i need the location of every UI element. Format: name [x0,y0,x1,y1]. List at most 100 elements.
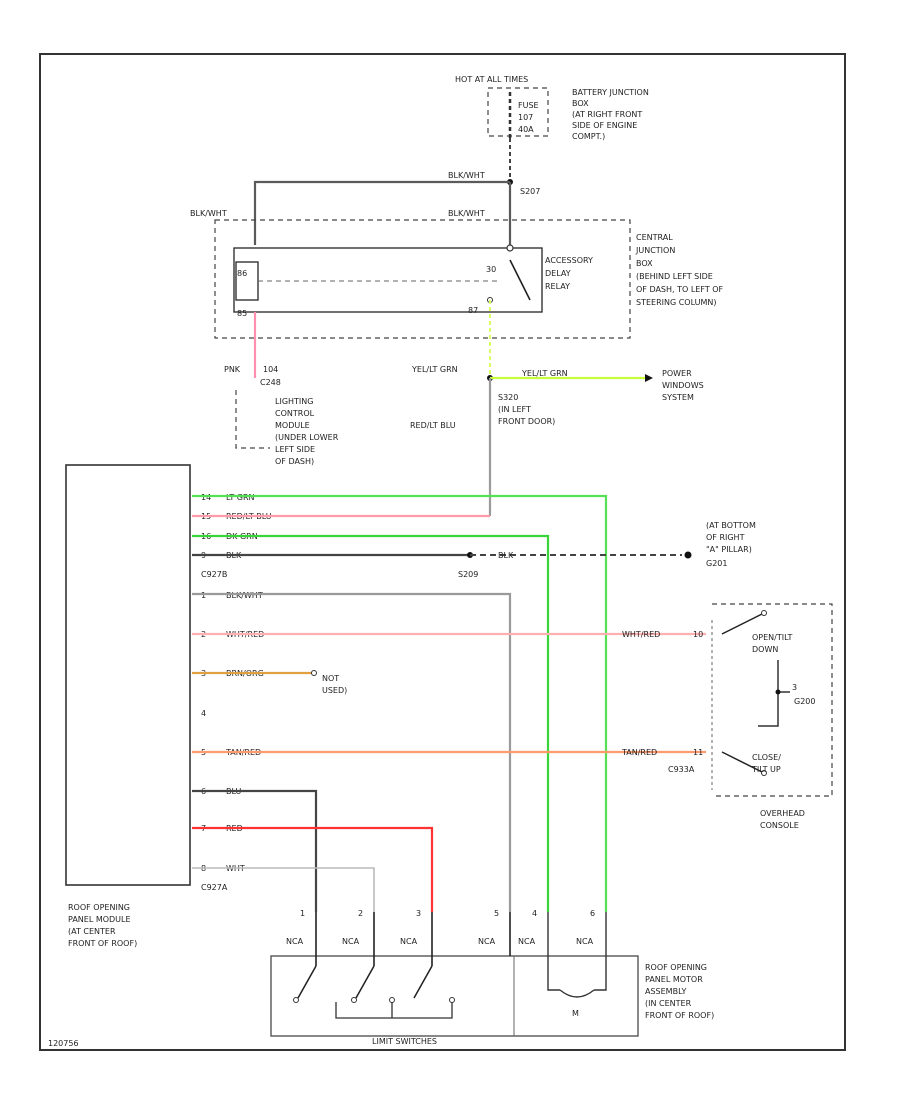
wire-label-blk-ground: BLK [498,551,514,560]
motor-pin-6: 6 [590,909,595,918]
motor-pin-nca-6: NCA [576,937,594,946]
lcm-pin: 104 [263,365,278,374]
overhead-pin-10: 10 [693,630,703,639]
lcm-outline [235,390,270,449]
motor-pin-4: 4 [532,909,537,918]
limit-switch-1-arm [297,965,317,999]
overhead-close-label: CLOSE/ TILT UP [751,753,783,774]
cjb-location-label: CENTRAL JUNCTION BOX (BEHIND LEFT SIDE O… [635,233,726,307]
motor-pin-nca-1: NCA [286,937,304,946]
wire-blk-wht-module [192,592,512,912]
relay-coil [235,261,259,301]
pin-1: 1 [201,591,206,600]
wire-dk-grn [192,534,550,912]
wire-label-wht-red-right: WHT/RED [622,630,660,639]
wire-label-pnk: PNK [224,365,241,374]
overhead-pin-11: 11 [693,748,703,757]
wire-label-yel-lt-grn-left: YEL/LT GRN [411,365,458,374]
wire-lt-grn [192,494,608,912]
overhead-console: OPEN/TILT DOWN 3 G200 CLOSE/ TILT UP OVE… [711,603,833,830]
limit-switch-3-contact [389,997,395,1003]
overhead-switch-close-arm [721,751,763,773]
fuse-number: 107 [518,113,533,122]
connector-c927b-label: C927B [201,570,227,579]
wire-wht [192,867,375,912]
connector-c927a-label: C927A [201,883,228,892]
motor-pin-nca-2: NCA [342,937,360,946]
fuse-amperage: 40A [518,125,534,134]
motor-symbol [559,989,595,998]
motor-m-label: M [572,1009,579,1018]
lcm-location-label: LIGHTING CONTROL MODULE (UNDER LOWER LEF… [275,397,341,466]
relay-switch-arm [509,259,531,301]
cjb-outline [214,219,631,339]
splice-s207-label: S207 [520,187,540,196]
door-location-label: (IN LEFT FRONT DOOR) [498,405,555,426]
battery-junction-outline [487,87,549,137]
wire-label-blk-wht-module: BLK/WHT [226,591,263,600]
motor-pin-5: 5 [494,909,499,918]
overhead-switch-close-contact [761,770,767,776]
connector-c927b-wires: 14 LT GRN 15 RED/LT BLU 16 DK GRN 9 BLK … [192,493,756,912]
hot-at-all-times-label: HOT AT ALL TIMES [455,75,528,84]
overhead-outline [712,603,833,797]
roof-module-name: ROOF OPENING PANEL MODULE (AT CENTER FRO… [68,903,137,948]
motor-pin-nca-5: NCA [478,937,496,946]
motor-pin-nca-3: NCA [400,937,418,946]
limit-switch-1-contact [293,997,299,1003]
diagram-border [39,53,846,1051]
relay-name-label: ACCESSORY DELAY RELAY [545,256,596,291]
relay-pin-85: 85 [237,309,247,318]
power-windows-label: POWER WINDOWS SYSTEM [662,369,706,402]
battery-junction-box: HOT AT ALL TIMES FUSE 107 40A BATTERY JU… [455,75,651,141]
limit-switch-2-contact [351,997,357,1003]
cjb-wire-label-left: BLK/WHT [190,209,227,218]
motor-pin-nca-4: NCA [518,937,536,946]
limit-switch-3-arm [413,965,433,999]
overhead-connector-label: C933A [668,765,695,774]
wire-blk-wht-top [253,180,510,245]
splice-s320-label: S320 [498,393,518,402]
central-junction-box: BLK/WHT BLK/WHT 86 85 30 87 ACCESSORY DE… [190,209,726,339]
relay-pin-87: 87 [468,306,478,315]
limit-switch-4-contact [449,997,455,1003]
corner-reference: 120756 [48,1039,79,1048]
motor-name-label: ROOF OPENING PANEL MOTOR ASSEMBLY (IN CE… [645,963,714,1020]
lighting-control-module: LIGHTING CONTROL MODULE (UNDER LOWER LEF… [235,390,341,466]
overhead-ground-dot [775,689,781,695]
motor-assembly: 1 2 3 5 4 6 NCA NCA NCA NCA NCA NCA M LI… [270,909,714,1046]
motor-pin-3: 3 [416,909,421,918]
relay-coil-box [233,247,543,313]
cjb-wire-label-right: BLK/WHT [448,209,485,218]
limit-switch-2-arm [355,965,375,999]
power-windows-arrow-icon [645,374,653,382]
relay-pin-30: 30 [486,265,496,274]
wire-label-red-lt-blu: RED/LT BLU [410,421,456,430]
limit-switch-leads [315,912,511,966]
wire-label-tan-red-right: TAN/RED [621,748,657,757]
fuse-label: FUSE [518,101,539,110]
overhead-name-label: OVERHEAD CONSOLE [760,809,808,830]
not-used-label: NOT USED) [322,674,347,695]
ground-dot [684,551,692,559]
wire-label-lt-grn: LT GRN [226,493,255,502]
not-used-terminal [311,670,317,676]
wire-red [192,826,434,912]
roof-module-box [65,464,191,886]
battery-location-label: BATTERY JUNCTION BOX (AT RIGHT FRONT SID… [572,88,651,141]
wire-label-yel-lt-grn-right: YEL/LT GRN [521,369,568,378]
motor-pin-1: 1 [300,909,305,918]
wire-blu [192,789,318,912]
overhead-common-wire [758,660,779,727]
lcm-connector: C248 [260,378,281,387]
limit-switch-common [335,1002,453,1019]
overhead-ground-label: G200 [794,697,815,706]
overhead-pin-3: 3 [792,683,797,692]
limit-switch-box [270,955,639,1037]
overhead-open-label: OPEN/TILT DOWN [752,633,795,654]
overhead-switch-open-contact [761,610,767,616]
splice-s209-label: S209 [458,570,478,579]
connector-mid-wires: 1 BLK/WHT 2 WHT/RED WHT/RED 10 3 BRN/ORG… [192,591,706,912]
motor-leads [547,912,607,991]
